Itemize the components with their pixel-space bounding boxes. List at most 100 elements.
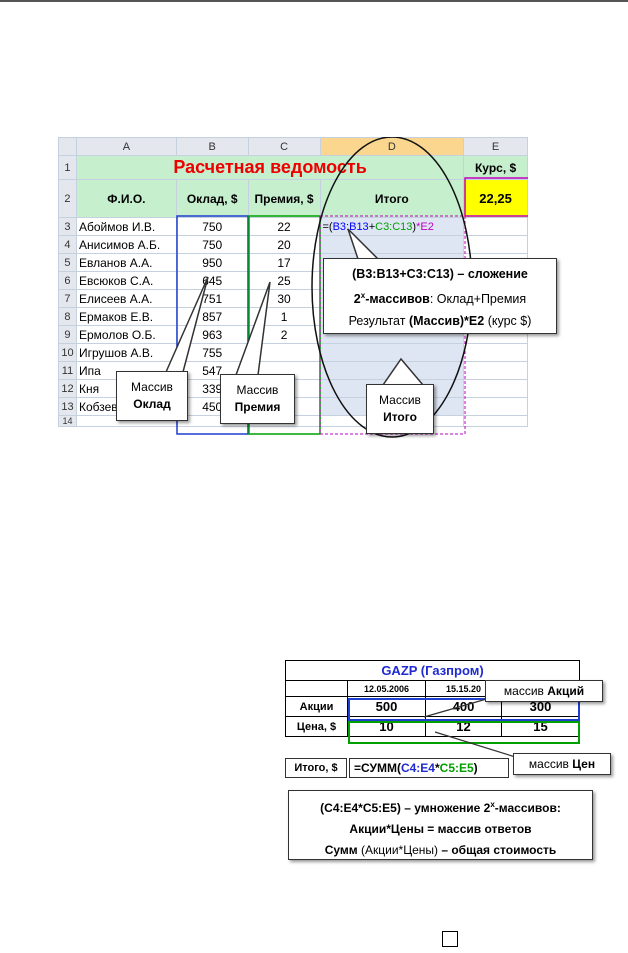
explain-operation: – умножение 2 <box>400 801 491 815</box>
column-header-c[interactable]: C <box>247 137 321 156</box>
cell-bonus[interactable] <box>247 343 321 362</box>
cell-salary[interactable]: 750 <box>175 235 249 254</box>
cell-name[interactable]: Ермолов О.Б. <box>75 325 177 344</box>
row-header[interactable]: 6 <box>58 271 77 290</box>
page-top-rule <box>0 0 628 2</box>
cell-bonus[interactable]: 17 <box>247 253 321 272</box>
cell-salary[interactable]: 963 <box>175 325 249 344</box>
cell-name[interactable]: Ермаков Е.В. <box>75 307 177 326</box>
sum-formula-cell[interactable]: =СУММ(C4:E4*C5:E5) <box>349 758 509 778</box>
column-header-d[interactable]: D <box>319 137 465 156</box>
column-header-b[interactable]: B <box>175 137 249 156</box>
cell-bonus[interactable]: 25 <box>247 271 321 290</box>
formula-func: =СУММ( <box>354 761 401 775</box>
cell-empty[interactable] <box>463 361 528 380</box>
callout-label-bold: Оклад <box>133 397 171 411</box>
price-label[interactable]: Цена, $ <box>285 716 348 737</box>
formula-range-price: C5:E5 <box>439 761 474 775</box>
callout-formula: (B3:B13+C3:C13) <box>352 267 454 281</box>
cell-name[interactable]: Анисимов А.Б. <box>75 235 177 254</box>
cell-salary[interactable]: 750 <box>175 217 249 236</box>
formula-range-c: C3:C13 <box>375 220 413 233</box>
main-explanation-callout: (B3:B13+C3:C13) – сложение 2х-массивов: … <box>323 258 557 334</box>
rate-value-cell[interactable]: 22,25 <box>463 179 528 218</box>
cell-bonus[interactable]: 1 <box>247 307 321 326</box>
row-header[interactable]: 2 <box>58 179 77 218</box>
cell-name[interactable]: Елисеев А.А. <box>75 289 177 308</box>
cell-empty[interactable] <box>463 217 528 236</box>
cell-salary[interactable]: 950 <box>175 253 249 272</box>
callout-operation: – сложение <box>453 267 528 281</box>
date-cell[interactable]: 12.05.2006 <box>347 680 426 697</box>
cell-empty[interactable] <box>463 415 528 427</box>
sheet-title[interactable]: Расчетная ведомость <box>75 155 465 180</box>
cell-total[interactable] <box>319 235 465 254</box>
row-header[interactable]: 8 <box>58 307 77 326</box>
cell-name[interactable]: Абоймов И.В. <box>75 217 177 236</box>
cell-empty[interactable] <box>463 235 528 254</box>
column-header-a[interactable]: A <box>75 137 177 156</box>
callout-label: Массив <box>379 393 421 407</box>
explain-sup: х <box>490 800 495 809</box>
cell-bonus[interactable]: 2 <box>247 325 321 344</box>
cell-bonus[interactable]: 20 <box>247 235 321 254</box>
row-header[interactable]: 10 <box>58 343 77 362</box>
header-salary[interactable]: Оклад, $ <box>175 179 249 218</box>
total-label-cell[interactable]: Итого, $ <box>285 758 347 778</box>
callout-result-formula: (Массив)*E2 <box>408 314 485 329</box>
row-header[interactable]: 9 <box>58 325 77 344</box>
row-header[interactable]: 13 <box>58 397 77 416</box>
salary-array-callout: Массив Оклад <box>116 371 188 421</box>
callout-label: массив <box>528 757 573 771</box>
cell-name[interactable]: Игрушов А.В. <box>75 343 177 362</box>
explain-args: (Акции*Цены) <box>357 843 442 857</box>
price-value[interactable]: 15 <box>501 716 580 737</box>
select-all-corner[interactable] <box>58 137 77 156</box>
cell-empty[interactable] <box>463 343 528 362</box>
callout-line-3: Результат (Массив)*E2 (курс $) <box>324 310 556 332</box>
callout-label-bold: Акций <box>547 684 585 698</box>
row-header[interactable]: 11 <box>58 361 77 380</box>
header-bonus[interactable]: Премия, $ <box>247 179 321 218</box>
callout-sup: х <box>360 291 366 300</box>
cell-name[interactable]: Евланов А.А. <box>75 253 177 272</box>
cell-empty[interactable] <box>285 680 348 697</box>
cell-name[interactable]: Евсюков С.А. <box>75 271 177 290</box>
row-header[interactable]: 7 <box>58 289 77 308</box>
explain-line-3: Сумм (Акции*Цены) – общая стоимость <box>289 840 592 861</box>
row-header[interactable]: 12 <box>58 379 77 398</box>
header-name[interactable]: Ф.И.О. <box>75 179 177 218</box>
cell-salary[interactable]: 857 <box>175 307 249 326</box>
cell-total-formula[interactable]: =(B3:B13+C3:C13)*E2 <box>319 217 465 236</box>
total-array-callout: Массив Итого <box>366 384 434 434</box>
cell-total[interactable] <box>319 343 465 362</box>
price-value[interactable]: 10 <box>347 716 426 737</box>
shares-label[interactable]: Акции <box>285 696 348 717</box>
row-header[interactable]: 14 <box>58 415 77 427</box>
row-header[interactable]: 5 <box>58 253 77 272</box>
callout-line-1: (B3:B13+C3:C13) – сложение <box>324 263 556 285</box>
cell-empty[interactable] <box>463 397 528 416</box>
multiply-explanation-callout: (C4:E4*C5:E5) – умножение 2х-массивов: А… <box>288 790 593 860</box>
explain-line-1: (C4:E4*C5:E5) – умножение 2х-массивов: <box>289 794 592 819</box>
cell-salary[interactable]: 755 <box>175 343 249 362</box>
row-header[interactable]: 1 <box>58 155 77 180</box>
callout-label: массив <box>503 684 548 698</box>
cell-empty[interactable] <box>463 379 528 398</box>
cell-total[interactable] <box>319 361 465 380</box>
cell-bonus[interactable]: 22 <box>247 217 321 236</box>
column-header-e[interactable]: E <box>463 137 528 156</box>
formula-open: =( <box>322 220 333 233</box>
gazp-title[interactable]: GAZP (Газпром) <box>285 660 580 681</box>
row-header[interactable]: 3 <box>58 217 77 236</box>
header-total[interactable]: Итого <box>319 179 465 218</box>
explain-formula: (C4:E4*C5:E5) <box>320 801 401 815</box>
price-value[interactable]: 12 <box>425 716 502 737</box>
rate-label-cell[interactable]: Курс, $ <box>463 155 528 180</box>
cell-salary[interactable]: 645 <box>175 271 249 290</box>
row-header[interactable]: 4 <box>58 235 77 254</box>
cell-salary[interactable]: 751 <box>175 289 249 308</box>
shares-value[interactable]: 500 <box>347 696 426 717</box>
callout-label: Массив <box>131 380 173 394</box>
cell-bonus[interactable]: 30 <box>247 289 321 308</box>
